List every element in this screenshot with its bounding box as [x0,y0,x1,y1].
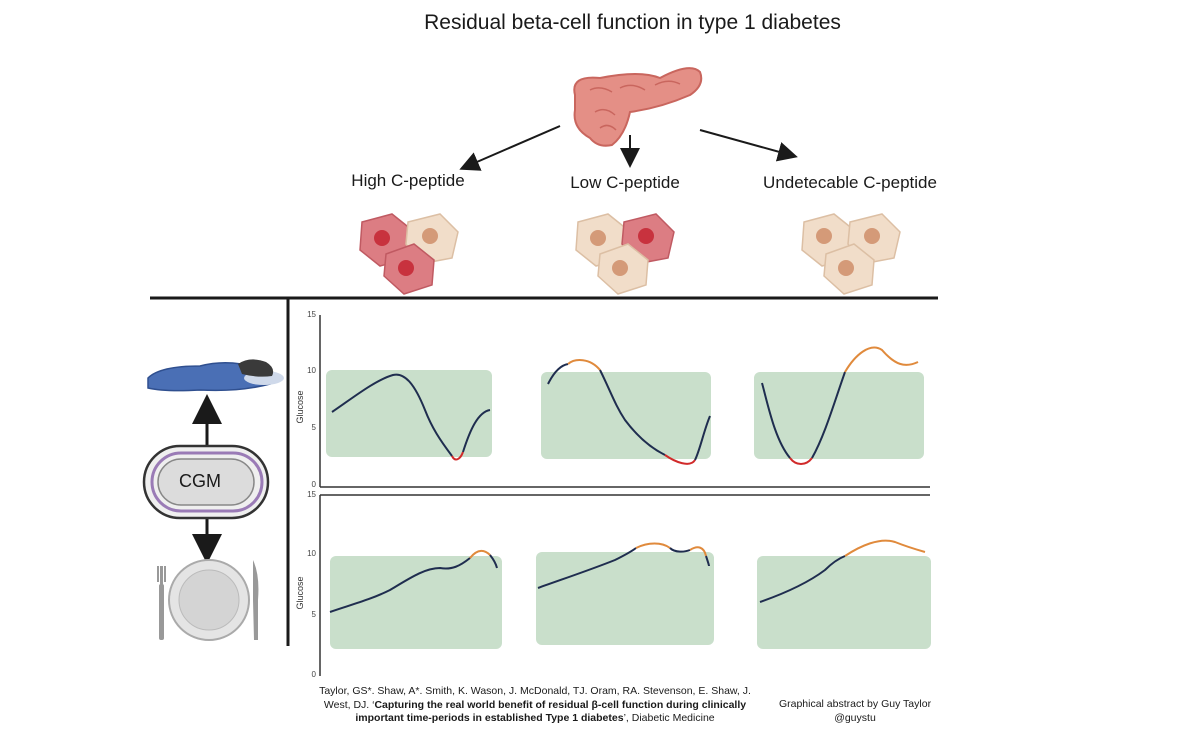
arrow-to-high [459,125,561,171]
glucose-curves [329,346,926,613]
credit: Graphical abstract by Guy Taylor @guystu [778,698,932,724]
tick-bottom-0: 0 [311,670,316,679]
cgm-device-icon [142,444,270,520]
sleeping-person-icon [147,359,284,392]
arrow-to-undetectable [699,129,798,162]
group-label-undetectable: Undetecable C-peptide [763,173,937,192]
tick-bottom-10: 10 [307,549,316,558]
cgm-label: CGM [179,471,221,491]
citation-title: Capturing the real world benefit of resi… [355,698,747,725]
citation-authors: Taylor, GS*. Shaw, A*. Smith, K. Wason, … [319,685,751,711]
chart-axes-top [319,315,930,488]
tick-bottom-15: 15 [307,490,316,499]
tick-top-15: 15 [307,310,316,319]
cells-low [575,213,675,295]
citation-journal: ’, Diabetic Medicine [623,712,715,724]
tick-bottom-5: 5 [311,610,316,619]
tick-top-0: 0 [311,480,316,489]
group-label-low: Low C-peptide [570,173,680,192]
group-label-high: High C-peptide [351,171,465,190]
cells-undetectable [801,213,901,295]
ylabel-bottom: Glucose [295,576,305,610]
chart-axes-bottom [319,494,930,676]
cells-high [359,213,459,295]
target-range-panels [326,370,931,649]
ylabel-top: Glucose [295,390,305,424]
plate-cutlery-icon [157,559,259,641]
pancreas-icon [573,67,703,147]
diagram-title: Residual beta-cell function in type 1 di… [424,11,841,34]
tick-top-5: 5 [311,423,316,432]
citation: Taylor, GS*. Shaw, A*. Smith, K. Wason, … [305,685,765,726]
tick-top-10: 10 [307,366,316,375]
